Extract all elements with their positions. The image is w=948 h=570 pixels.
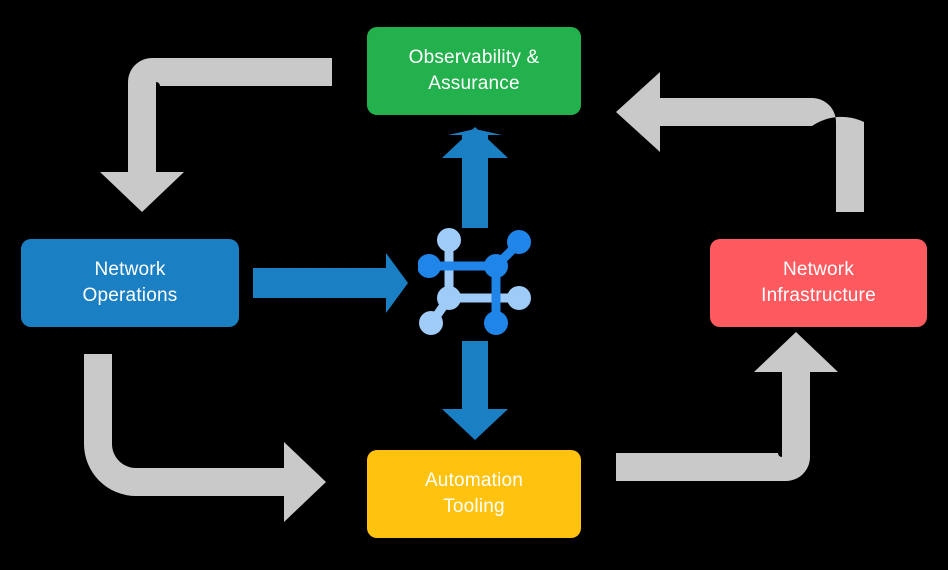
connector-operations-to-center <box>253 253 408 313</box>
connector-center-to-observability <box>442 127 508 228</box>
connector-observability-to-operations <box>100 58 332 212</box>
connector-center-to-automation <box>442 341 508 440</box>
connector-operations-to-automation <box>84 354 326 522</box>
node-network-infrastructure[interactable]: Network Infrastructure <box>710 239 927 327</box>
network-topology-icon <box>418 228 531 335</box>
node-automation-tooling[interactable]: Automation Tooling <box>367 450 581 538</box>
connector-automation-to-infrastructure <box>616 332 838 481</box>
node-observability-assurance[interactable]: Observability & Assurance <box>367 27 581 115</box>
node-network-operations[interactable]: Network Operations <box>21 239 239 327</box>
connector-infrastructure-to-observability <box>616 72 864 212</box>
